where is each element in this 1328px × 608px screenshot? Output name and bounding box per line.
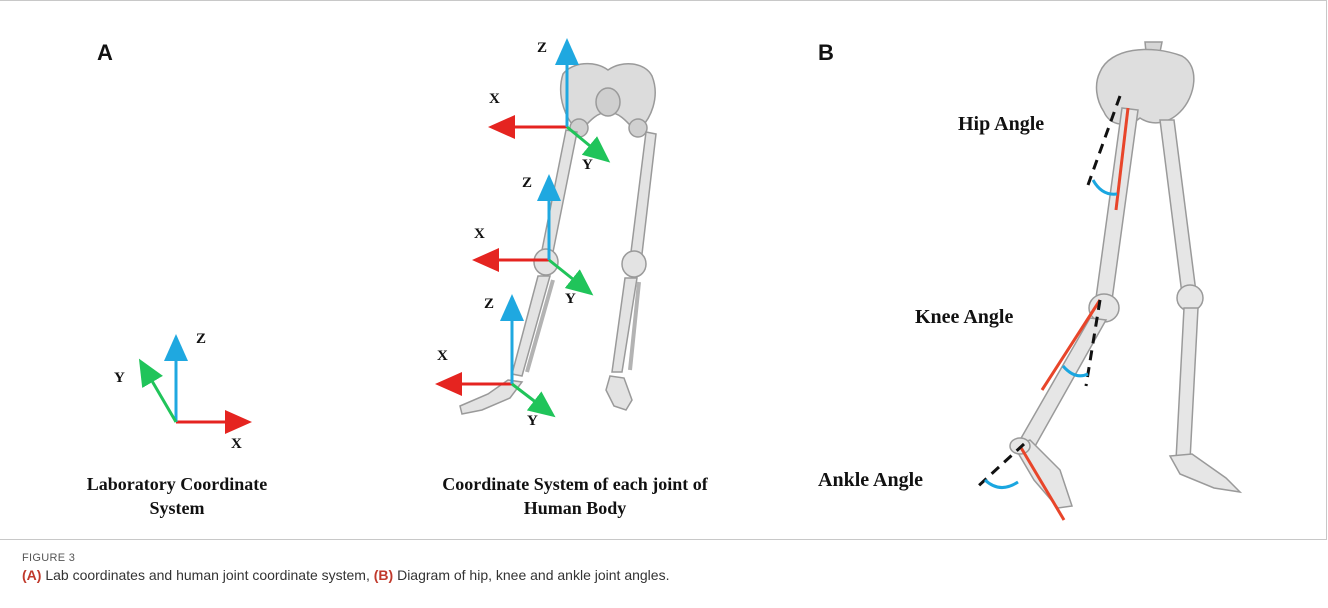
knee-y-label: Y — [565, 291, 576, 308]
knee-x-label: X — [474, 226, 485, 243]
panel-a-letter: A — [97, 40, 113, 66]
lab-z-label: Z — [196, 331, 206, 348]
skeleton-front-view — [460, 64, 656, 414]
lab-title-line1: Laboratory Coordinate — [62, 472, 292, 496]
knee-z-label: Z — [522, 175, 532, 192]
knee-joint-axes — [484, 186, 584, 288]
hip-y-label: Y — [582, 157, 593, 174]
caption-b-tag: (B) — [374, 567, 393, 583]
hip-angle-label: Hip Angle — [958, 113, 1044, 136]
ankle-y-label: Y — [527, 413, 538, 430]
caption-a-tag: (A) — [22, 567, 41, 583]
knee-angle-label: Knee Angle — [915, 306, 1013, 329]
ankle-angle-label: Ankle Angle — [818, 469, 923, 492]
ankle-z-label: Z — [484, 296, 494, 313]
joint-coordinate-title: Coordinate System of each joint of Human… — [395, 472, 755, 520]
caption-b-text: Diagram of hip, knee and ankle joint ang… — [393, 567, 669, 583]
lab-coordinate-axes — [145, 346, 240, 422]
hip-z-label: Z — [537, 40, 547, 57]
figure-number: FIGURE 3 — [22, 552, 75, 564]
joint-title-line2: Human Body — [395, 496, 755, 520]
lab-y-label: Y — [114, 370, 125, 387]
figure-caption: (A) Lab coordinates and human joint coor… — [22, 567, 669, 583]
caption-a-text: Lab coordinates and human joint coordina… — [41, 567, 373, 583]
joint-title-line1: Coordinate System of each joint of — [395, 472, 755, 496]
ankle-x-label: X — [437, 348, 448, 365]
figure-graphics — [0, 0, 1328, 540]
lab-x-label: X — [231, 436, 242, 453]
panel-b-letter: B — [818, 40, 834, 66]
skeleton-side-view — [1010, 42, 1240, 508]
lab-title-line2: System — [62, 496, 292, 520]
hip-x-label: X — [489, 91, 500, 108]
lab-coordinate-title: Laboratory Coordinate System — [62, 472, 292, 520]
